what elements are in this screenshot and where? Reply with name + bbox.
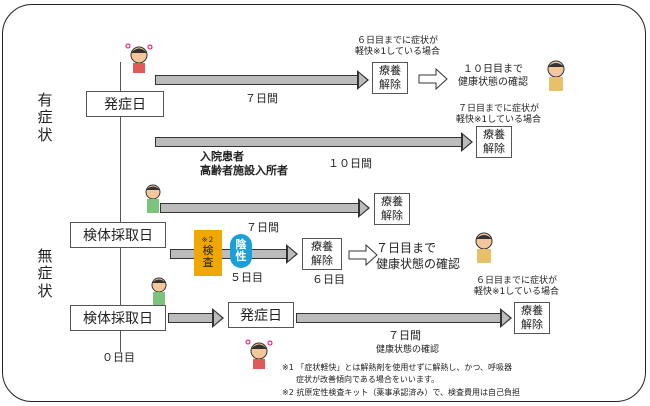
- footnote-1b: 症状が改善傾向である場合をいいます。: [296, 375, 440, 384]
- duration-7days-3: ７日間: [388, 329, 421, 342]
- footnote-1: ※1 「症状軽快」とは解熱剤を使用せずに解熱し、かつ、呼吸器: [282, 363, 513, 372]
- release-box-4: 療養 解除: [302, 238, 342, 270]
- duration-10days: １０日間: [328, 157, 372, 170]
- condition-note-3: ６日目までに症状が 軽快※1している場合: [474, 276, 559, 298]
- hollow-arrow-2: [348, 244, 378, 266]
- day-6-label: ６日目: [312, 273, 345, 286]
- inpatient-label: 入院患者 高齢者施設入所者: [200, 150, 288, 178]
- specimen-day-box-2: 検体採取日: [70, 305, 166, 331]
- asymptomatic-label: 無 症 状: [37, 247, 53, 300]
- arrow-7days-3: [296, 308, 512, 328]
- dizzy-person-icon-2: [245, 339, 273, 369]
- antigen-test-box: ※２ 検 査: [194, 230, 222, 276]
- release-box-3: 療養 解除: [374, 193, 410, 225]
- test-label: 検 査: [202, 243, 214, 269]
- symptomatic-label: 有 症 状: [37, 91, 53, 144]
- patient-person-icon: [145, 184, 161, 213]
- negative-badge: 陰 性: [230, 234, 252, 268]
- health-check-7: ７日目まで 健康状態の確認: [376, 241, 461, 272]
- footnote-2: ※2 抗原定性検査キット（薬事承認済み）で、検査費用は自己負担: [282, 388, 521, 397]
- test-note-mark: ※２: [201, 236, 215, 245]
- arrow-short: [168, 308, 224, 328]
- release-box-1: 療養 解除: [372, 62, 408, 94]
- hollow-arrow: [418, 68, 448, 90]
- release-box-5: 療養 解除: [514, 302, 550, 334]
- onset-day-box: 発症日: [86, 91, 164, 117]
- condition-note-2: ７日目までに症状が 軽快※1している場合: [456, 104, 541, 126]
- release-box-2: 療養 解除: [476, 126, 512, 158]
- dizzy-person-icon: [125, 43, 153, 73]
- day-5-label: ５日目: [230, 271, 263, 284]
- timeline-axis: [120, 62, 121, 352]
- condition-note-1: ６日目までに症状が 軽快※1している場合: [355, 36, 440, 58]
- arrow-test-line: [170, 244, 298, 264]
- rounded-frame: [2, 4, 646, 402]
- duration-7days: ７日間: [245, 92, 278, 105]
- specimen-day-box-1: 検体採取日: [70, 222, 166, 248]
- health-check-label: 健康状態の確認: [376, 345, 440, 355]
- healthy-person-icon-2: [475, 232, 493, 263]
- healthy-person-icon-3: [151, 277, 167, 306]
- arrow-7days-2: [160, 198, 370, 218]
- health-check-10: １０日目まで 健康状態の確認: [458, 64, 528, 88]
- duration-7days-2: ７日間: [246, 221, 279, 234]
- day-zero-label: ０日目: [102, 351, 135, 364]
- healthy-person-icon: [547, 60, 565, 91]
- arrow-10days: [155, 132, 473, 152]
- onset-day-box-2: 発症日: [228, 302, 294, 328]
- arrow-7days: [155, 70, 369, 90]
